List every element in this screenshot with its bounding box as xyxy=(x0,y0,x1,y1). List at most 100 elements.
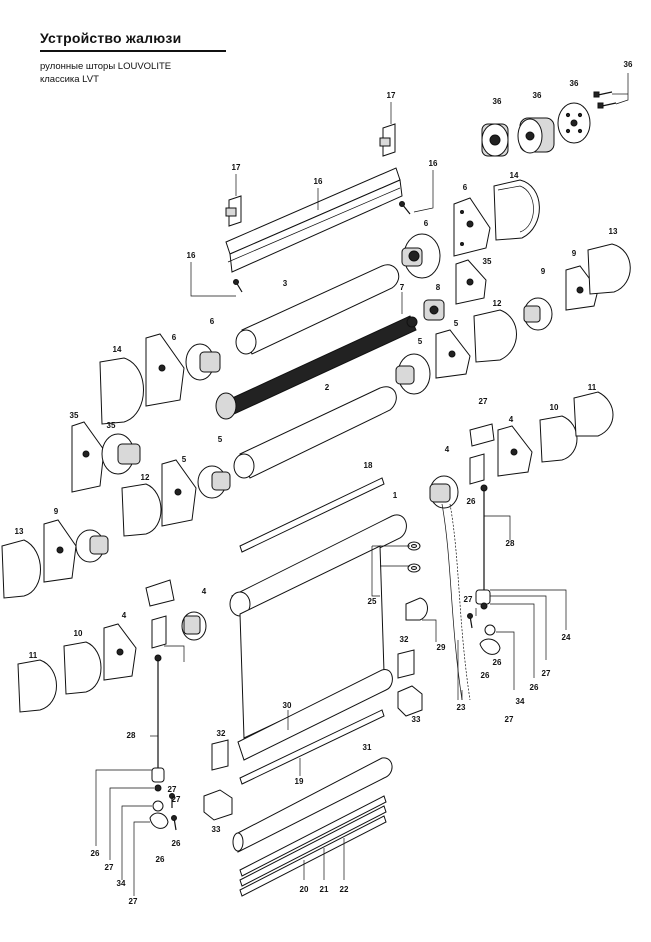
callout-35c: 35 xyxy=(107,421,116,430)
callout-22: 22 xyxy=(340,885,349,894)
callout-12b: 12 xyxy=(141,473,150,482)
part-18-strip xyxy=(239,477,385,553)
callout-11b: 11 xyxy=(29,651,38,660)
part-9-drive-right xyxy=(523,297,553,331)
part-9-bracket-right xyxy=(565,265,599,311)
part-7-spring xyxy=(215,292,418,420)
part-6-drive-left xyxy=(185,343,221,381)
part-27-clip-right xyxy=(469,423,495,447)
part-16-screw-right xyxy=(399,170,434,215)
part-1-fabric-tube xyxy=(229,514,407,617)
callout-35b: 35 xyxy=(70,411,79,420)
part-27-clip-left xyxy=(145,579,175,607)
part-34-weight-left xyxy=(151,767,165,783)
callout-9c: 9 xyxy=(54,507,59,516)
callout-10a: 10 xyxy=(550,403,559,412)
part-16-screw-left xyxy=(190,262,243,297)
callout-30: 30 xyxy=(283,701,292,710)
part-9-bracket-left xyxy=(43,519,77,583)
callout-27f: 27 xyxy=(172,795,181,804)
callout-19: 19 xyxy=(295,777,304,786)
part-13-shield-left xyxy=(1,539,41,599)
part-32-clip-right xyxy=(397,649,415,679)
callout-29: 29 xyxy=(437,643,446,652)
part-9-drive-left xyxy=(75,529,109,563)
callout-27d: 27 xyxy=(505,715,514,724)
part-2-tube xyxy=(233,386,397,479)
callout-36c: 36 xyxy=(570,79,579,88)
callout-26b: 26 xyxy=(493,658,502,667)
callout-27c: 27 xyxy=(542,669,551,678)
callout-24: 24 xyxy=(562,633,571,642)
callout-17b: 17 xyxy=(232,163,241,172)
callout-27e: 27 xyxy=(168,785,177,794)
part-5-bracket-left xyxy=(161,459,197,527)
part-5-drive-right xyxy=(395,353,431,395)
callout-6d: 6 xyxy=(210,317,215,326)
part-26-connector-left xyxy=(149,800,177,831)
part-33-endcap-right xyxy=(397,685,423,717)
callout-6a: 6 xyxy=(463,183,468,192)
callout-36b: 36 xyxy=(533,91,542,100)
callout-4d: 4 xyxy=(122,611,127,620)
callout-18: 18 xyxy=(364,461,373,470)
callout-34b: 34 xyxy=(117,879,126,888)
part-14-shield-right xyxy=(493,179,540,241)
callout-20: 20 xyxy=(300,885,309,894)
part-27-stop-left xyxy=(154,784,175,808)
part-10-shield-right xyxy=(539,415,578,463)
callout-9a: 9 xyxy=(541,267,546,276)
callout-9b: 9 xyxy=(572,249,577,258)
callout-4a: 4 xyxy=(509,415,514,424)
callout-14b: 14 xyxy=(113,345,122,354)
callout-4c: 4 xyxy=(202,587,207,596)
part-4-bracket-left xyxy=(103,623,137,681)
part-5-drive-left xyxy=(197,465,231,499)
part-27-stop-right xyxy=(467,602,488,629)
part-10-shield-left xyxy=(63,641,102,695)
part-12-shield-right xyxy=(473,309,517,363)
part-35-bracket-left xyxy=(71,421,105,493)
callout-33b: 33 xyxy=(212,825,221,834)
part-14-shield-left xyxy=(99,357,144,425)
part-4-drive-right xyxy=(429,475,459,509)
part-11-shield-right xyxy=(573,391,614,437)
part-36-screws xyxy=(593,73,629,109)
part-26-clip-right xyxy=(469,453,485,485)
part-26-connector-right xyxy=(479,624,515,690)
part-1-fabric xyxy=(237,545,393,761)
callout-8: 8 xyxy=(436,283,441,292)
callout-labels: 36 36 36 36 17 17 16 16 16 6 6 6 6 14 14… xyxy=(15,60,633,906)
callout-5d: 5 xyxy=(218,435,223,444)
part-19-strip xyxy=(239,709,385,785)
callout-26g: 26 xyxy=(91,849,100,858)
callout-27b: 27 xyxy=(464,595,473,604)
callout-5a: 5 xyxy=(454,319,459,328)
part-28-chain-left xyxy=(150,654,162,768)
callout-4b: 4 xyxy=(445,445,450,454)
callout-36d: 36 xyxy=(624,60,633,69)
callout-16a: 16 xyxy=(429,159,438,168)
callout-16c: 16 xyxy=(187,251,196,260)
callout-5c: 5 xyxy=(182,455,187,464)
callout-34a: 34 xyxy=(516,697,525,706)
title-underline xyxy=(40,50,226,52)
part-26-clip-left xyxy=(151,615,185,662)
callout-28a: 28 xyxy=(506,539,515,548)
part-6-bracket-right xyxy=(453,197,491,257)
callout-35a: 35 xyxy=(483,257,492,266)
callout-1: 1 xyxy=(393,491,398,500)
callout-33a: 33 xyxy=(412,715,421,724)
part-25-washers xyxy=(371,541,421,597)
part-35-drive-left xyxy=(101,433,141,475)
callout-6c: 6 xyxy=(172,333,177,342)
callout-17a: 17 xyxy=(387,91,396,100)
part-3-tube xyxy=(235,264,400,355)
callout-31: 31 xyxy=(363,743,372,752)
part-28-cord-right xyxy=(480,484,511,594)
subtitle-line-1: рулонные шторы LOUVOLITE xyxy=(40,61,172,72)
callout-26c: 26 xyxy=(481,671,490,680)
part-16-headrail xyxy=(225,167,403,273)
part-4-bracket-right-top xyxy=(497,425,533,477)
